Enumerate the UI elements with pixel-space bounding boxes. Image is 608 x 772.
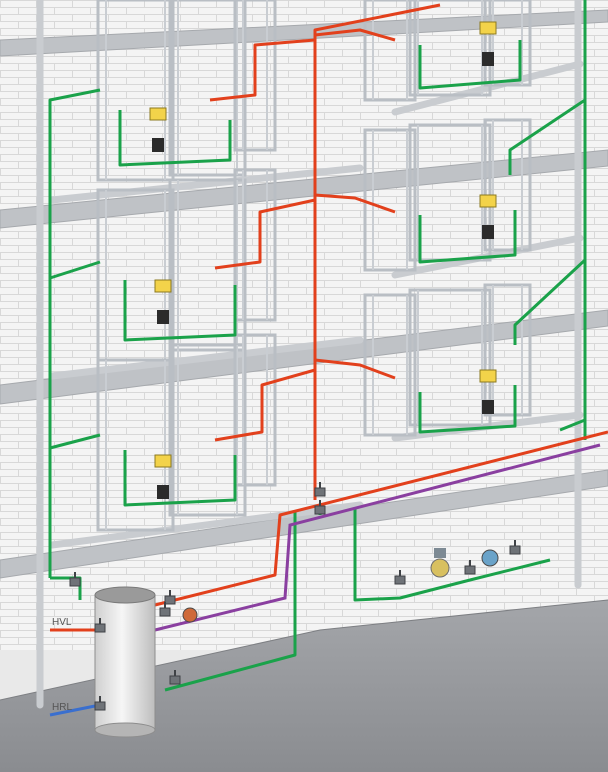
valve-icon [94,618,106,633]
wc-cistern-icon [479,369,497,414]
installation-frame [168,0,247,177]
installation-frame [363,128,417,272]
installation-frame [96,358,175,532]
installation-frame [96,188,175,362]
waste-pipes [36,0,584,709]
valve-icon [159,602,171,617]
installation-frame [363,293,417,437]
valve-icon [164,590,176,605]
valve-icon [69,572,81,587]
valve-icon [314,500,326,515]
installation-frame [483,283,532,417]
label-hrl: HRL [52,702,72,713]
wc-cistern-icon [479,194,497,239]
wc-cistern-icon [154,279,172,324]
water-meter-icon [430,548,450,578]
valve-icon [94,696,106,711]
circulation-pipes [154,443,601,632]
installation-frame [168,343,247,517]
wc-cistern-icon [479,21,497,66]
installation-frame [233,168,277,322]
return-pipe-hrl [49,703,101,717]
installation-frame [408,0,492,97]
installation-frame [233,333,277,487]
storage-tank-icon [94,586,156,738]
installation-frame [483,0,532,87]
pump-icon [182,549,499,623]
installation-frame [233,0,277,152]
valve-icon [509,540,521,555]
valve-icon [464,560,476,575]
floor-slabs [0,9,608,579]
wc-cistern-icon [154,454,172,499]
valve-icon [394,570,406,585]
valves [69,482,521,711]
label-hvl: HVL [52,617,72,628]
cold-water-pipes [48,0,587,692]
installation-frame [363,0,417,102]
valve-icon [169,670,181,685]
valve-icon [314,482,326,497]
wc-cistern-icon [149,107,167,152]
hot-water-supply-pipes [50,3,608,632]
